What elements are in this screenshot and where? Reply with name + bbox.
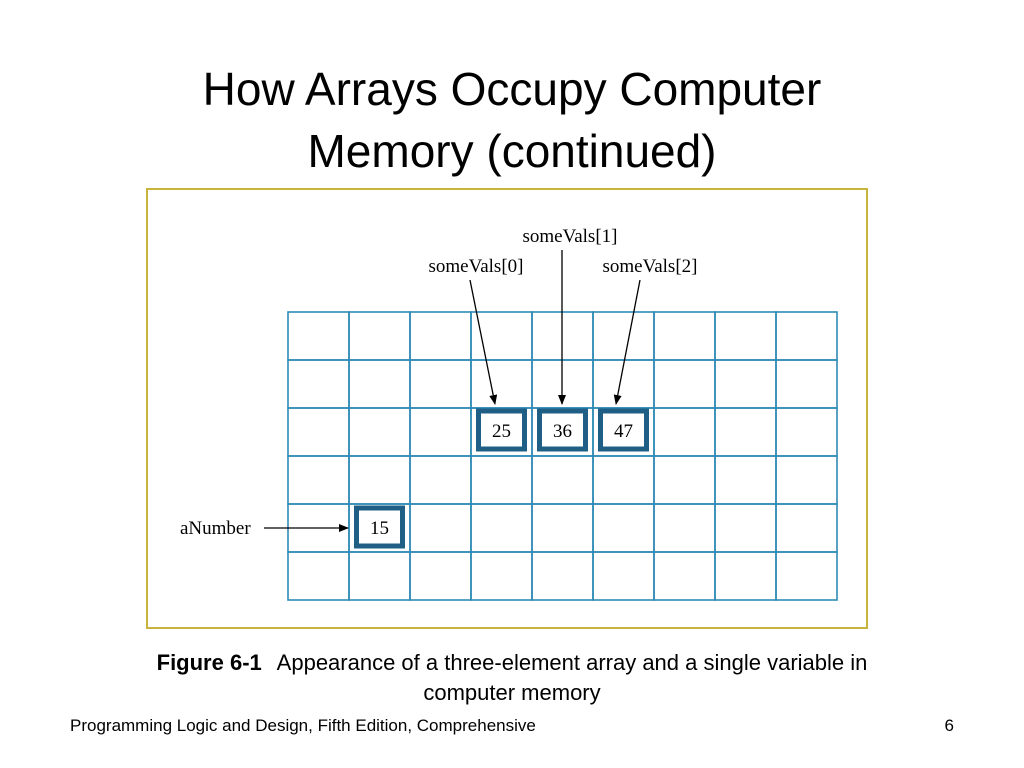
variable-cell [354,505,405,549]
memory-cell [409,407,472,457]
memory-cell [470,359,533,409]
memory-cell [470,455,533,505]
memory-cell [409,311,472,361]
memory-cell [592,455,655,505]
label-someVals-1: someVals[1] [523,226,618,247]
memory-cell [470,311,533,361]
memory-grid [287,311,838,601]
memory-cell [287,359,350,409]
footer-book-title: Programming Logic and Design, Fifth Edit… [70,716,536,735]
array-value-1: 36 [553,421,572,442]
array-cell-0 [476,408,527,452]
memory-cell [592,503,655,553]
page-number: 6 [944,716,954,735]
memory-cell [775,407,838,457]
memory-cell [714,455,777,505]
memory-cell [775,551,838,601]
memory-cell [348,311,411,361]
memory-cell [653,359,716,409]
memory-cell [287,455,350,505]
memory-cell [409,359,472,409]
array-cell-1 [537,408,588,452]
array-value-2: 47 [614,421,633,442]
memory-cell [409,455,472,505]
array-cell-2 [598,408,649,452]
memory-cell [714,503,777,553]
array-value-0: 25 [492,421,511,442]
memory-diagram: 25 36 47 15 someVals[1] someVals[0] some… [180,226,838,601]
memory-cell [714,311,777,361]
memory-cell [409,503,472,553]
title-line-1: How Arrays Occupy Computer [202,63,822,115]
memory-cell [348,359,411,409]
memory-cell [348,455,411,505]
memory-cell [653,551,716,601]
arrow-someVals-0 [469,279,498,405]
arrow-someVals-2 [613,279,641,405]
memory-cell [714,359,777,409]
memory-cell [592,551,655,601]
memory-cell [531,503,594,553]
memory-cell [287,551,350,601]
title-line-2: Memory (continued) [307,125,717,177]
label-aNumber: aNumber [180,518,251,539]
memory-cell [653,455,716,505]
caption-label: Figure 6-1 [156,650,262,675]
label-someVals-2: someVals[2] [603,256,698,277]
memory-cell [653,311,716,361]
memory-cell [775,311,838,361]
memory-cell [653,503,716,553]
memory-cell [775,503,838,553]
memory-cell [287,407,350,457]
memory-cell [653,407,716,457]
memory-cell [287,311,350,361]
caption-text: Appearance of a three-element array and … [276,650,868,705]
memory-cell [409,551,472,601]
memory-cell [348,407,411,457]
memory-cell [470,551,533,601]
memory-cell [714,407,777,457]
memory-cell [470,503,533,553]
memory-cell [775,359,838,409]
memory-cell [348,551,411,601]
label-someVals-0: someVals[0] [429,256,524,277]
figure-caption: Figure 6-1 Appearance of a three-element… [140,648,884,708]
memory-cell [531,455,594,505]
memory-cell [531,551,594,601]
variable-value: 15 [370,518,389,539]
slide-title: How Arrays Occupy Computer Memory (conti… [0,58,1024,182]
memory-cell [775,455,838,505]
memory-cell [592,311,655,361]
memory-cell [714,551,777,601]
figure-frame: 25 36 47 15 someVals[1] someVals[0] some… [146,188,868,629]
